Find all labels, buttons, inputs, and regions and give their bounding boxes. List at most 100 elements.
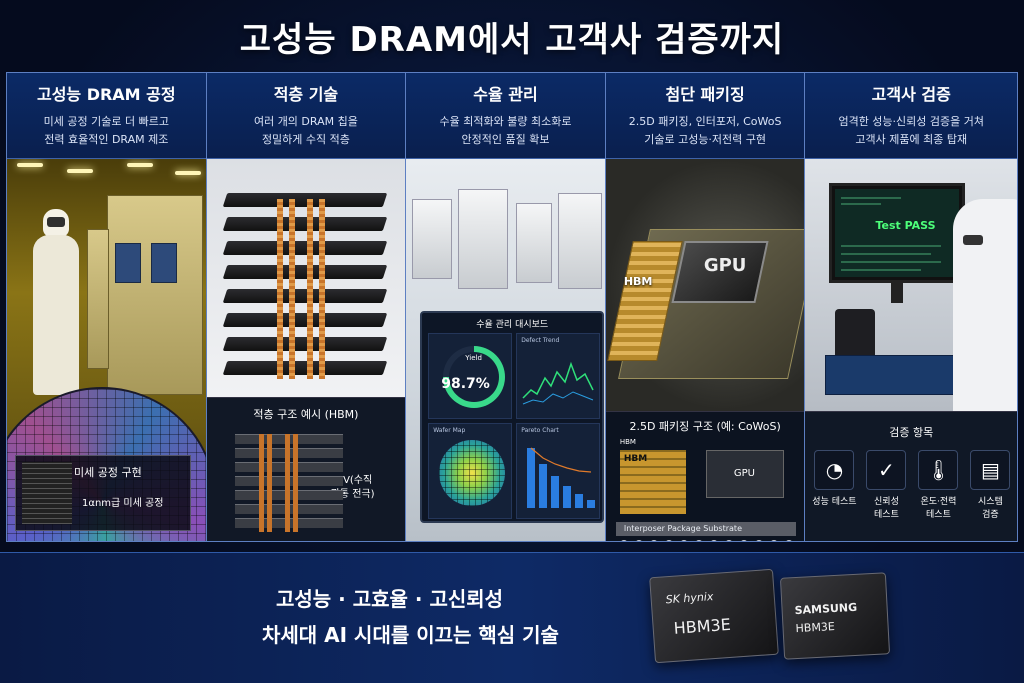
thermometer-icon: 🌡 bbox=[918, 450, 959, 490]
page-title: 고성능 DRAM에서 고객사 검증까지 bbox=[239, 20, 785, 60]
defect-trend-sparkline bbox=[522, 361, 594, 405]
check-label-line1: 시스템 bbox=[978, 497, 1003, 507]
solder-bump bbox=[664, 540, 673, 541]
tsv-column bbox=[258, 434, 264, 532]
tsv-column bbox=[288, 199, 295, 379]
test-board bbox=[825, 355, 976, 395]
panel-desc-line2: 전력 효율적인 DRAM 제조 bbox=[44, 133, 169, 146]
dram-die-layer bbox=[222, 193, 387, 207]
dashboard-title: 수율 관리 대시보드 bbox=[476, 320, 549, 330]
pareto-chart-title: Pareto Chart bbox=[521, 427, 559, 434]
process-panels: 고성능 DRAM 공정 미세 공정 기술로 더 빠르고 전력 효율적인 DRAM… bbox=[6, 72, 1018, 542]
yield-label: Yield bbox=[465, 354, 482, 362]
solder-bump bbox=[634, 540, 643, 541]
inset-title: 미세 공정 구현 bbox=[74, 466, 142, 479]
hbm-stack-example: 적층 구조 예시 (HBM) TSV(수직 관통 전극) bbox=[206, 397, 406, 541]
solder-bump bbox=[694, 540, 703, 541]
panel-header: 고성능 DRAM 공정 미세 공정 기술로 더 빠르고 전력 효율적인 DRAM… bbox=[7, 73, 206, 159]
check-label-line1: 온도·전력 bbox=[920, 497, 957, 507]
solder-bump bbox=[724, 540, 733, 541]
shield-check-icon: ✓ bbox=[866, 450, 907, 490]
defect-trend-card: Defect Trend bbox=[516, 333, 601, 419]
tsv-label-line2: 관통 전극) bbox=[330, 489, 375, 500]
check-label: 성능 테스트 bbox=[812, 497, 857, 507]
server-icon: ▤ bbox=[970, 450, 1011, 490]
hbm-stack-diagram bbox=[619, 450, 686, 514]
defect-trend-title: Defect Trend bbox=[521, 337, 560, 344]
check-label-line2: 테스트 bbox=[874, 510, 899, 520]
check-item-reliability: ✓ 신뢰성 테스트 bbox=[863, 450, 909, 522]
wafer-map-card: Wafer Map bbox=[428, 423, 513, 519]
dram-die-layer bbox=[222, 289, 387, 303]
technician bbox=[953, 199, 1018, 419]
dram-die-layer bbox=[222, 337, 387, 351]
tsv-label-line1: TSV(수직 bbox=[330, 475, 373, 486]
dram-stack-render bbox=[206, 159, 406, 397]
dram-die-layer bbox=[222, 241, 387, 255]
tsv-column bbox=[284, 434, 290, 532]
verification-lab-photo: Test PASS bbox=[805, 159, 1018, 419]
chip-model: HBM3E bbox=[673, 614, 732, 638]
panel-header: 고객사 검증 엄격한 성능·신뢰성 검증을 거쳐 고객사 제품에 최종 탑재 bbox=[805, 73, 1018, 159]
panel-desc-line2: 기술로 고성능·저전력 구현 bbox=[644, 133, 767, 146]
solder-bump bbox=[679, 540, 688, 541]
solder-bump bbox=[754, 540, 763, 541]
tsv-column bbox=[306, 199, 313, 379]
interposer-label: Interposer Package Substrate bbox=[623, 524, 742, 533]
solder-bump bbox=[739, 540, 748, 541]
tsv-column bbox=[292, 434, 298, 532]
tagline-line2: 차세대 AI 시대를 이끄는 핵심 기술 bbox=[262, 623, 559, 647]
tsv-column bbox=[318, 199, 325, 379]
tagline-line1: 고성능 · 고효율 · 고신뢰성 bbox=[276, 587, 504, 611]
yield-gauge bbox=[443, 346, 506, 408]
wafer-map-title: Wafer Map bbox=[433, 427, 466, 434]
gpu-box-label: GPU bbox=[733, 468, 755, 479]
panel-title: 적층 기술 bbox=[273, 85, 339, 104]
inset-subtitle: 1αnm급 미세 공정 bbox=[82, 498, 164, 509]
panel-header: 수율 관리 수율 최적화와 불량 최소화로 안정적인 품질 확보 bbox=[406, 73, 605, 159]
tsv-label: TSV(수직 관통 전극) bbox=[331, 474, 375, 502]
hbm-stack-label: HBM bbox=[623, 454, 648, 464]
gauge-icon: ◔ bbox=[814, 450, 855, 490]
sk-hynix-hbm3e-chip: SK hynix HBM3E bbox=[649, 568, 779, 664]
solder-bump bbox=[769, 540, 778, 541]
section-title: 2.5D 패키징 구조 (예: CoWoS) bbox=[629, 420, 781, 433]
panel-header: 적층 기술 여러 개의 DRAM 칩을 정밀하게 수직 적층 bbox=[206, 73, 406, 159]
panel-desc-line1: 엄격한 성능·신뢰성 검증을 거쳐 bbox=[838, 115, 984, 128]
tsv-column bbox=[276, 199, 283, 379]
pareto-chart-card: Pareto Chart bbox=[516, 423, 601, 519]
check-item-performance: ◔ 성능 테스트 bbox=[811, 450, 857, 509]
dram-die-layer bbox=[222, 313, 387, 327]
chip-brand: SAMSUNG bbox=[794, 600, 858, 618]
samsung-hbm3e-chip: SAMSUNG HBM3E bbox=[779, 572, 891, 660]
test-monitor: Test PASS bbox=[829, 183, 966, 283]
panel-title: 고성능 DRAM 공정 bbox=[36, 85, 176, 104]
solder-bump bbox=[619, 540, 628, 541]
solder-bump bbox=[784, 540, 793, 541]
cleanroom-photo: 수율 관리 대시보드 Yield 98.7% Defect Trend bbox=[406, 159, 605, 541]
package-render: HBM GPU bbox=[605, 159, 805, 411]
verification-items: 검증 항목 ◔ 성능 테스트 ✓ 신뢰성 테스트 🌡 온도·전력 테스트 ▤ bbox=[805, 411, 1018, 541]
panel-title: 첨단 패키징 bbox=[665, 85, 745, 104]
dram-die-layer bbox=[222, 361, 387, 375]
gpu-box bbox=[705, 450, 784, 498]
solder-bump bbox=[649, 540, 658, 541]
panel-customer-verification: 고객사 검증 엄격한 성능·신뢰성 검증을 거쳐 고객사 제품에 최종 탑재 T… bbox=[805, 73, 1018, 541]
panel-stacking: 적층 기술 여러 개의 DRAM 칩을 정밀하게 수직 적층 적층 구조 예시 … bbox=[206, 73, 407, 541]
interposer bbox=[615, 522, 796, 536]
panel-desc-line1: 여러 개의 DRAM 칩을 bbox=[253, 115, 358, 128]
panel-packaging: 첨단 패키징 2.5D 패키징, 인터포저, CoWoS 기술로 고성능·저전력… bbox=[605, 73, 806, 541]
fab-worker bbox=[29, 209, 83, 399]
check-label-line1: 신뢰성 bbox=[874, 497, 899, 507]
section-title: 적층 구조 예시 (HBM) bbox=[253, 408, 359, 421]
solder-bump bbox=[709, 540, 718, 541]
check-item-thermal-power: 🌡 온도·전력 테스트 bbox=[915, 450, 961, 522]
tsv-column bbox=[266, 434, 272, 532]
panel-desc-line2: 안정적인 품질 확보 bbox=[461, 133, 550, 146]
yield-value: 98.7% bbox=[441, 376, 490, 392]
panel-desc-line1: 2.5D 패키징, 인터포저, CoWoS bbox=[628, 115, 782, 128]
yield-dashboard: 수율 관리 대시보드 Yield 98.7% Defect Trend bbox=[420, 311, 605, 523]
chip-model: HBM3E bbox=[795, 620, 836, 636]
check-item-system: ▤ 시스템 검증 bbox=[967, 450, 1013, 522]
panel-title: 수율 관리 bbox=[473, 85, 538, 104]
